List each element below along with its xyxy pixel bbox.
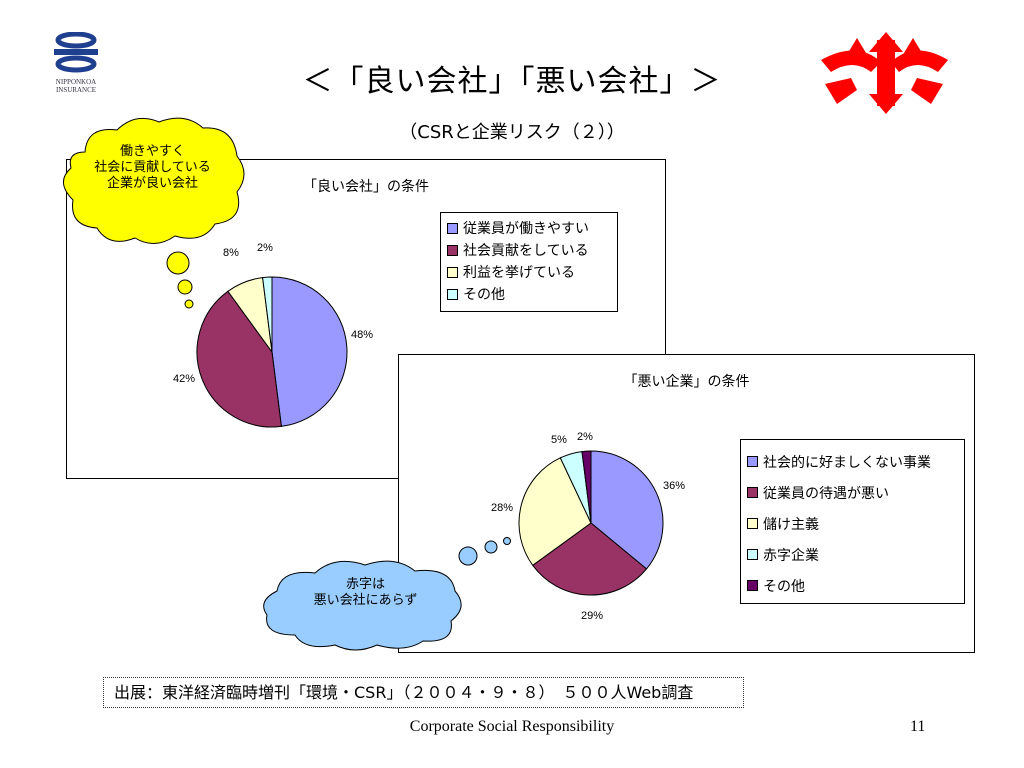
good-bubble-line2: 社会に貢献している: [94, 160, 211, 175]
legend-label: 利益を挙げている: [463, 265, 575, 281]
pie-slice-1: [590, 450, 664, 570]
logo-text-line2: INSURANCE: [55, 86, 97, 94]
legend-swatch: [747, 456, 758, 467]
legend-item: 社会貢献をしている: [447, 239, 611, 261]
pie-label-29: 29%: [581, 610, 604, 622]
legend-item: 赤字企業: [747, 539, 958, 570]
legend-swatch: [747, 549, 758, 560]
pie-slice-3: [518, 457, 592, 567]
pie-label-2b: 2%: [577, 431, 593, 443]
company-logo: NIPPONKOA INSURANCE: [36, 31, 116, 94]
company-emblem-icon: [54, 31, 98, 73]
page-number: 11: [910, 718, 926, 735]
pie-label-28: 28%: [491, 502, 514, 514]
legend-item: 利益を挙げている: [447, 261, 611, 283]
good-chart-legend: 従業員が働きやすい 社会貢献をしている 利益を挙げている その他: [440, 212, 618, 312]
legend-label: その他: [763, 578, 805, 595]
red-mark-logo-icon: [821, 32, 948, 114]
bad-bubble-line2: 悪い会社にあらず: [313, 593, 418, 608]
logo-text-line1: NIPPONKOA: [55, 78, 97, 86]
legend-label: 社会的に好ましくない事業: [763, 454, 931, 471]
legend-label: 従業員が働きやすい: [463, 221, 589, 237]
pie-label-8: 8%: [223, 247, 239, 259]
legend-item: その他: [447, 283, 611, 305]
footer-text: Corporate Social Responsibility: [409, 718, 615, 735]
bad-company-chart: 「悪い企業」の条件 社会的に好ましくない事業 従業員の待遇が悪い 儲け主義 赤字…: [398, 354, 975, 653]
legend-item: 従業員が働きやすい: [447, 217, 611, 239]
pie-label-36: 36%: [663, 480, 686, 492]
bad-bubble-text: 赤字は 悪い会社にあらず: [268, 577, 463, 609]
good-bubble-line3: 企業が良い会社: [106, 176, 198, 191]
pie-slice-2: [196, 290, 282, 428]
legend-item: 従業員の待遇が悪い: [747, 477, 958, 508]
legend-label: 儲け主義: [763, 516, 819, 533]
legend-label: その他: [463, 287, 505, 303]
pie-label-2: 2%: [257, 242, 273, 254]
legend-swatch: [447, 244, 458, 256]
legend-label: 従業員の待遇が悪い: [763, 485, 889, 502]
slide-subtitle: （CSRと企業リスク（２））: [399, 122, 625, 143]
good-thought-bubble: [63, 117, 245, 309]
bad-bubble-line1: 赤字は: [345, 577, 385, 592]
legend-item: 社会的に好ましくない事業: [747, 446, 958, 477]
good-bubble-text: 働きやすく 社会に貢献している 企業が良い会社: [60, 144, 245, 192]
bad-chart-legend: 社会的に好ましくない事業 従業員の待遇が悪い 儲け主義 赤字企業 その他: [740, 439, 965, 604]
bad-pie-chart: [518, 450, 664, 596]
pie-label-5: 5%: [551, 434, 567, 446]
good-pie-chart: [196, 276, 348, 428]
slide-title: ＜「良い会社」「悪い会社」＞: [302, 64, 722, 99]
legend-swatch: [447, 288, 458, 300]
legend-swatch: [747, 518, 758, 529]
pie-slice-2: [532, 522, 648, 596]
pie-label-48: 48%: [351, 329, 374, 341]
legend-swatch: [447, 222, 458, 234]
legend-item: その他: [747, 570, 958, 601]
good-chart-title: 「良い会社」の条件: [303, 179, 429, 195]
source-citation: 出展：東洋経済臨時増刊「環境・CSR」（２００４・９・８） ５００人Web調査: [103, 677, 744, 708]
pie-slice-1: [271, 276, 348, 427]
legend-swatch: [747, 487, 758, 498]
legend-label: 社会貢献をしている: [463, 243, 589, 259]
bad-thought-bubble: [263, 537, 511, 651]
pie-label-42: 42%: [173, 373, 196, 385]
good-bubble-line1: 働きやすく: [119, 144, 185, 159]
legend-swatch: [747, 580, 758, 591]
bad-chart-title: 「悪い企業」の条件: [623, 374, 750, 390]
pie-slice-4: [262, 276, 273, 353]
pie-slice-5: [581, 450, 592, 524]
legend-swatch: [447, 266, 458, 278]
legend-label: 赤字企業: [763, 547, 819, 564]
legend-item: 儲け主義: [747, 508, 958, 539]
